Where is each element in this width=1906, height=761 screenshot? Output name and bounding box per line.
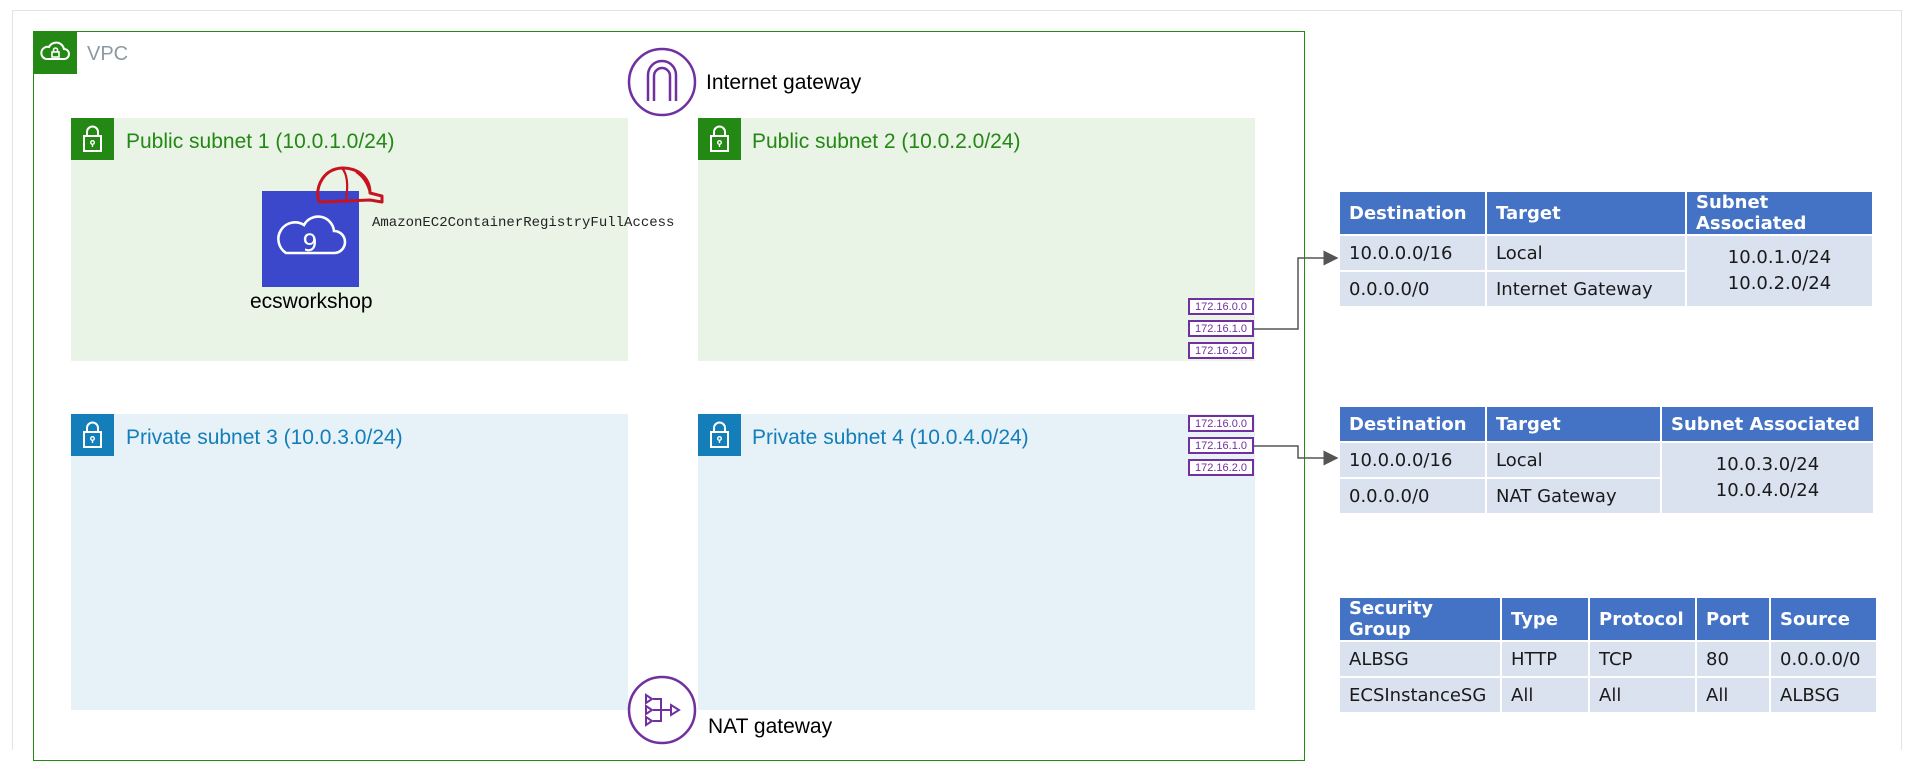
public-subnet-1-lock-icon (71, 118, 114, 160)
cloud9-badge: 9 (302, 229, 317, 257)
associated-subnet: 10.0.4.0/24 (1715, 480, 1820, 501)
table-cell: 0.0.0.0/0 (1771, 642, 1876, 676)
cloud9-icon: 9 (262, 191, 359, 287)
table-cell: 0.0.0.0/0 (1340, 272, 1485, 306)
table-cell: 10.0.0.0/16 (1340, 236, 1485, 270)
table-cell: ALBSG (1771, 678, 1876, 712)
table-cell: All (1590, 678, 1695, 712)
table-cell: Local (1487, 443, 1660, 477)
table-cell: ALBSG (1340, 642, 1500, 676)
private-subnet-4-lock-icon (698, 414, 741, 456)
public-subnet-2 (698, 118, 1255, 361)
private-route-entry: 172.16.0.0 (1188, 415, 1254, 432)
table-cell: All (1697, 678, 1769, 712)
private-subnet-4-label: Private subnet 4 (10.0.4.0/24) (752, 426, 1029, 449)
table-cell: All (1502, 678, 1588, 712)
internet-gateway-label: Internet gateway (706, 71, 862, 94)
cloud9-instance-label: ecsworkshop (250, 290, 373, 313)
column-header: Security Group (1340, 598, 1500, 640)
table-cell: 0.0.0.0/0 (1340, 479, 1485, 513)
private-subnet-3-lock-icon (71, 414, 114, 456)
vpc-label: VPC (87, 43, 129, 65)
private-subnet-4 (698, 414, 1255, 710)
diagram-frame (12, 10, 1902, 750)
table-cell: 80 (1697, 642, 1769, 676)
table-cell: Local (1487, 236, 1685, 270)
column-header: Subnet Associated (1687, 192, 1872, 234)
column-header: Destination (1340, 192, 1485, 234)
subnet-associated-cell: 10.0.3.0/24 10.0.4.0/24 (1662, 443, 1873, 513)
private-subnet-3-label: Private subnet 3 (10.0.3.0/24) (126, 426, 403, 449)
table-row: ALBSG HTTP TCP 80 0.0.0.0/0 (1340, 642, 1876, 676)
nat-gateway-icon (627, 675, 697, 745)
subnet-associated-cell: 10.0.1.0/24 10.0.2.0/24 (1687, 236, 1872, 306)
column-header: Subnet Associated (1662, 407, 1873, 441)
public-route-entry: 172.16.1.0 (1188, 320, 1254, 337)
associated-subnet: 10.0.3.0/24 (1715, 454, 1820, 475)
security-groups-table: Security Group Type Protocol Port Source… (1338, 596, 1878, 714)
public-subnet-1-label: Public subnet 1 (10.0.1.0/24) (126, 130, 395, 153)
public-route-entry: 172.16.0.0 (1188, 298, 1254, 315)
private-route-table: Destination Target Subnet Associated 10.… (1338, 405, 1875, 515)
private-route-entry: 172.16.1.0 (1188, 437, 1254, 454)
table-cell: NAT Gateway (1487, 479, 1660, 513)
private-route-entry: 172.16.2.0 (1188, 459, 1254, 476)
iam-policy-label: AmazonEC2ContainerRegistryFullAccess (372, 215, 675, 231)
public-subnet-2-label: Public subnet 2 (10.0.2.0/24) (752, 130, 1021, 153)
table-cell: ECSInstanceSG (1340, 678, 1500, 712)
private-subnet-3 (71, 414, 628, 710)
public-subnet-2-lock-icon (698, 118, 741, 160)
column-header: Source (1771, 598, 1876, 640)
associated-subnet: 10.0.2.0/24 (1727, 273, 1832, 294)
column-header: Target (1487, 407, 1660, 441)
table-cell: TCP (1590, 642, 1695, 676)
table-row: ECSInstanceSG All All All ALBSG (1340, 678, 1876, 712)
associated-subnet: 10.0.1.0/24 (1727, 247, 1832, 268)
column-header: Port (1697, 598, 1769, 640)
vpc-cloud-lock-icon (33, 31, 77, 74)
table-cell: 10.0.0.0/16 (1340, 443, 1485, 477)
internet-gateway-icon (627, 47, 697, 117)
column-header: Type (1502, 598, 1588, 640)
nat-gateway-label: NAT gateway (708, 715, 833, 738)
public-route-table: Destination Target Subnet Associated 10.… (1338, 190, 1874, 308)
public-route-entry: 172.16.2.0 (1188, 342, 1254, 359)
iam-role-helmet-icon (316, 166, 384, 204)
column-header: Protocol (1590, 598, 1695, 640)
table-cell: Internet Gateway (1487, 272, 1685, 306)
table-cell: HTTP (1502, 642, 1588, 676)
column-header: Destination (1340, 407, 1485, 441)
column-header: Target (1487, 192, 1685, 234)
